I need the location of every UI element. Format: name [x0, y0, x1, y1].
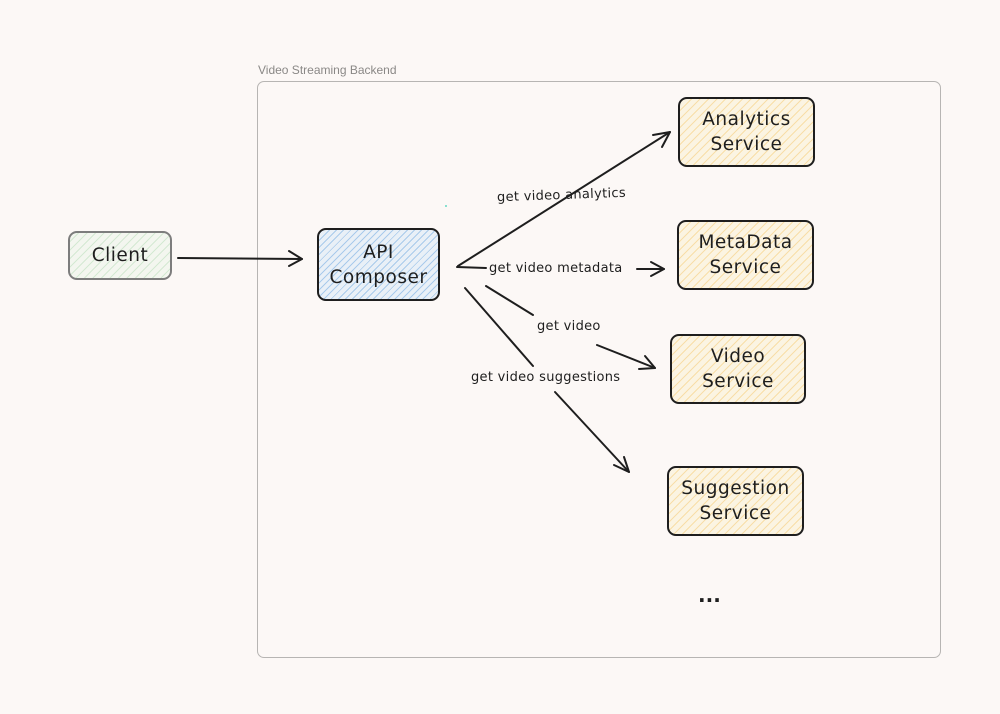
- more-services-ellipsis: ...: [698, 583, 721, 607]
- stray-dot: [445, 205, 447, 207]
- analytics-service-node[interactable]: Analytics Service: [678, 97, 815, 167]
- edge-label-suggestions[interactable]: get video suggestions: [471, 370, 621, 385]
- arrow-to-metadata[interactable]: [456, 261, 665, 277]
- video-streaming-backend-group[interactable]: [257, 81, 941, 658]
- edge-label-metadata[interactable]: get video metadata: [489, 261, 623, 276]
- edge-label-video[interactable]: get video: [537, 319, 601, 334]
- client-node[interactable]: Client: [68, 231, 172, 280]
- group-title: Video Streaming Backend: [258, 63, 397, 77]
- arrow-to-video[interactable]: [485, 285, 656, 370]
- api-composer-node[interactable]: API Composer: [317, 228, 440, 301]
- video-service-node[interactable]: Video Service: [670, 334, 806, 404]
- arrow-to-analytics[interactable]: [457, 131, 671, 267]
- metadata-service-node[interactable]: MetaData Service: [677, 220, 814, 290]
- arrow-to-suggestion[interactable]: [464, 287, 630, 473]
- suggestion-service-node[interactable]: Suggestion Service: [667, 466, 804, 536]
- arrow-client-to-composer[interactable]: [177, 250, 303, 267]
